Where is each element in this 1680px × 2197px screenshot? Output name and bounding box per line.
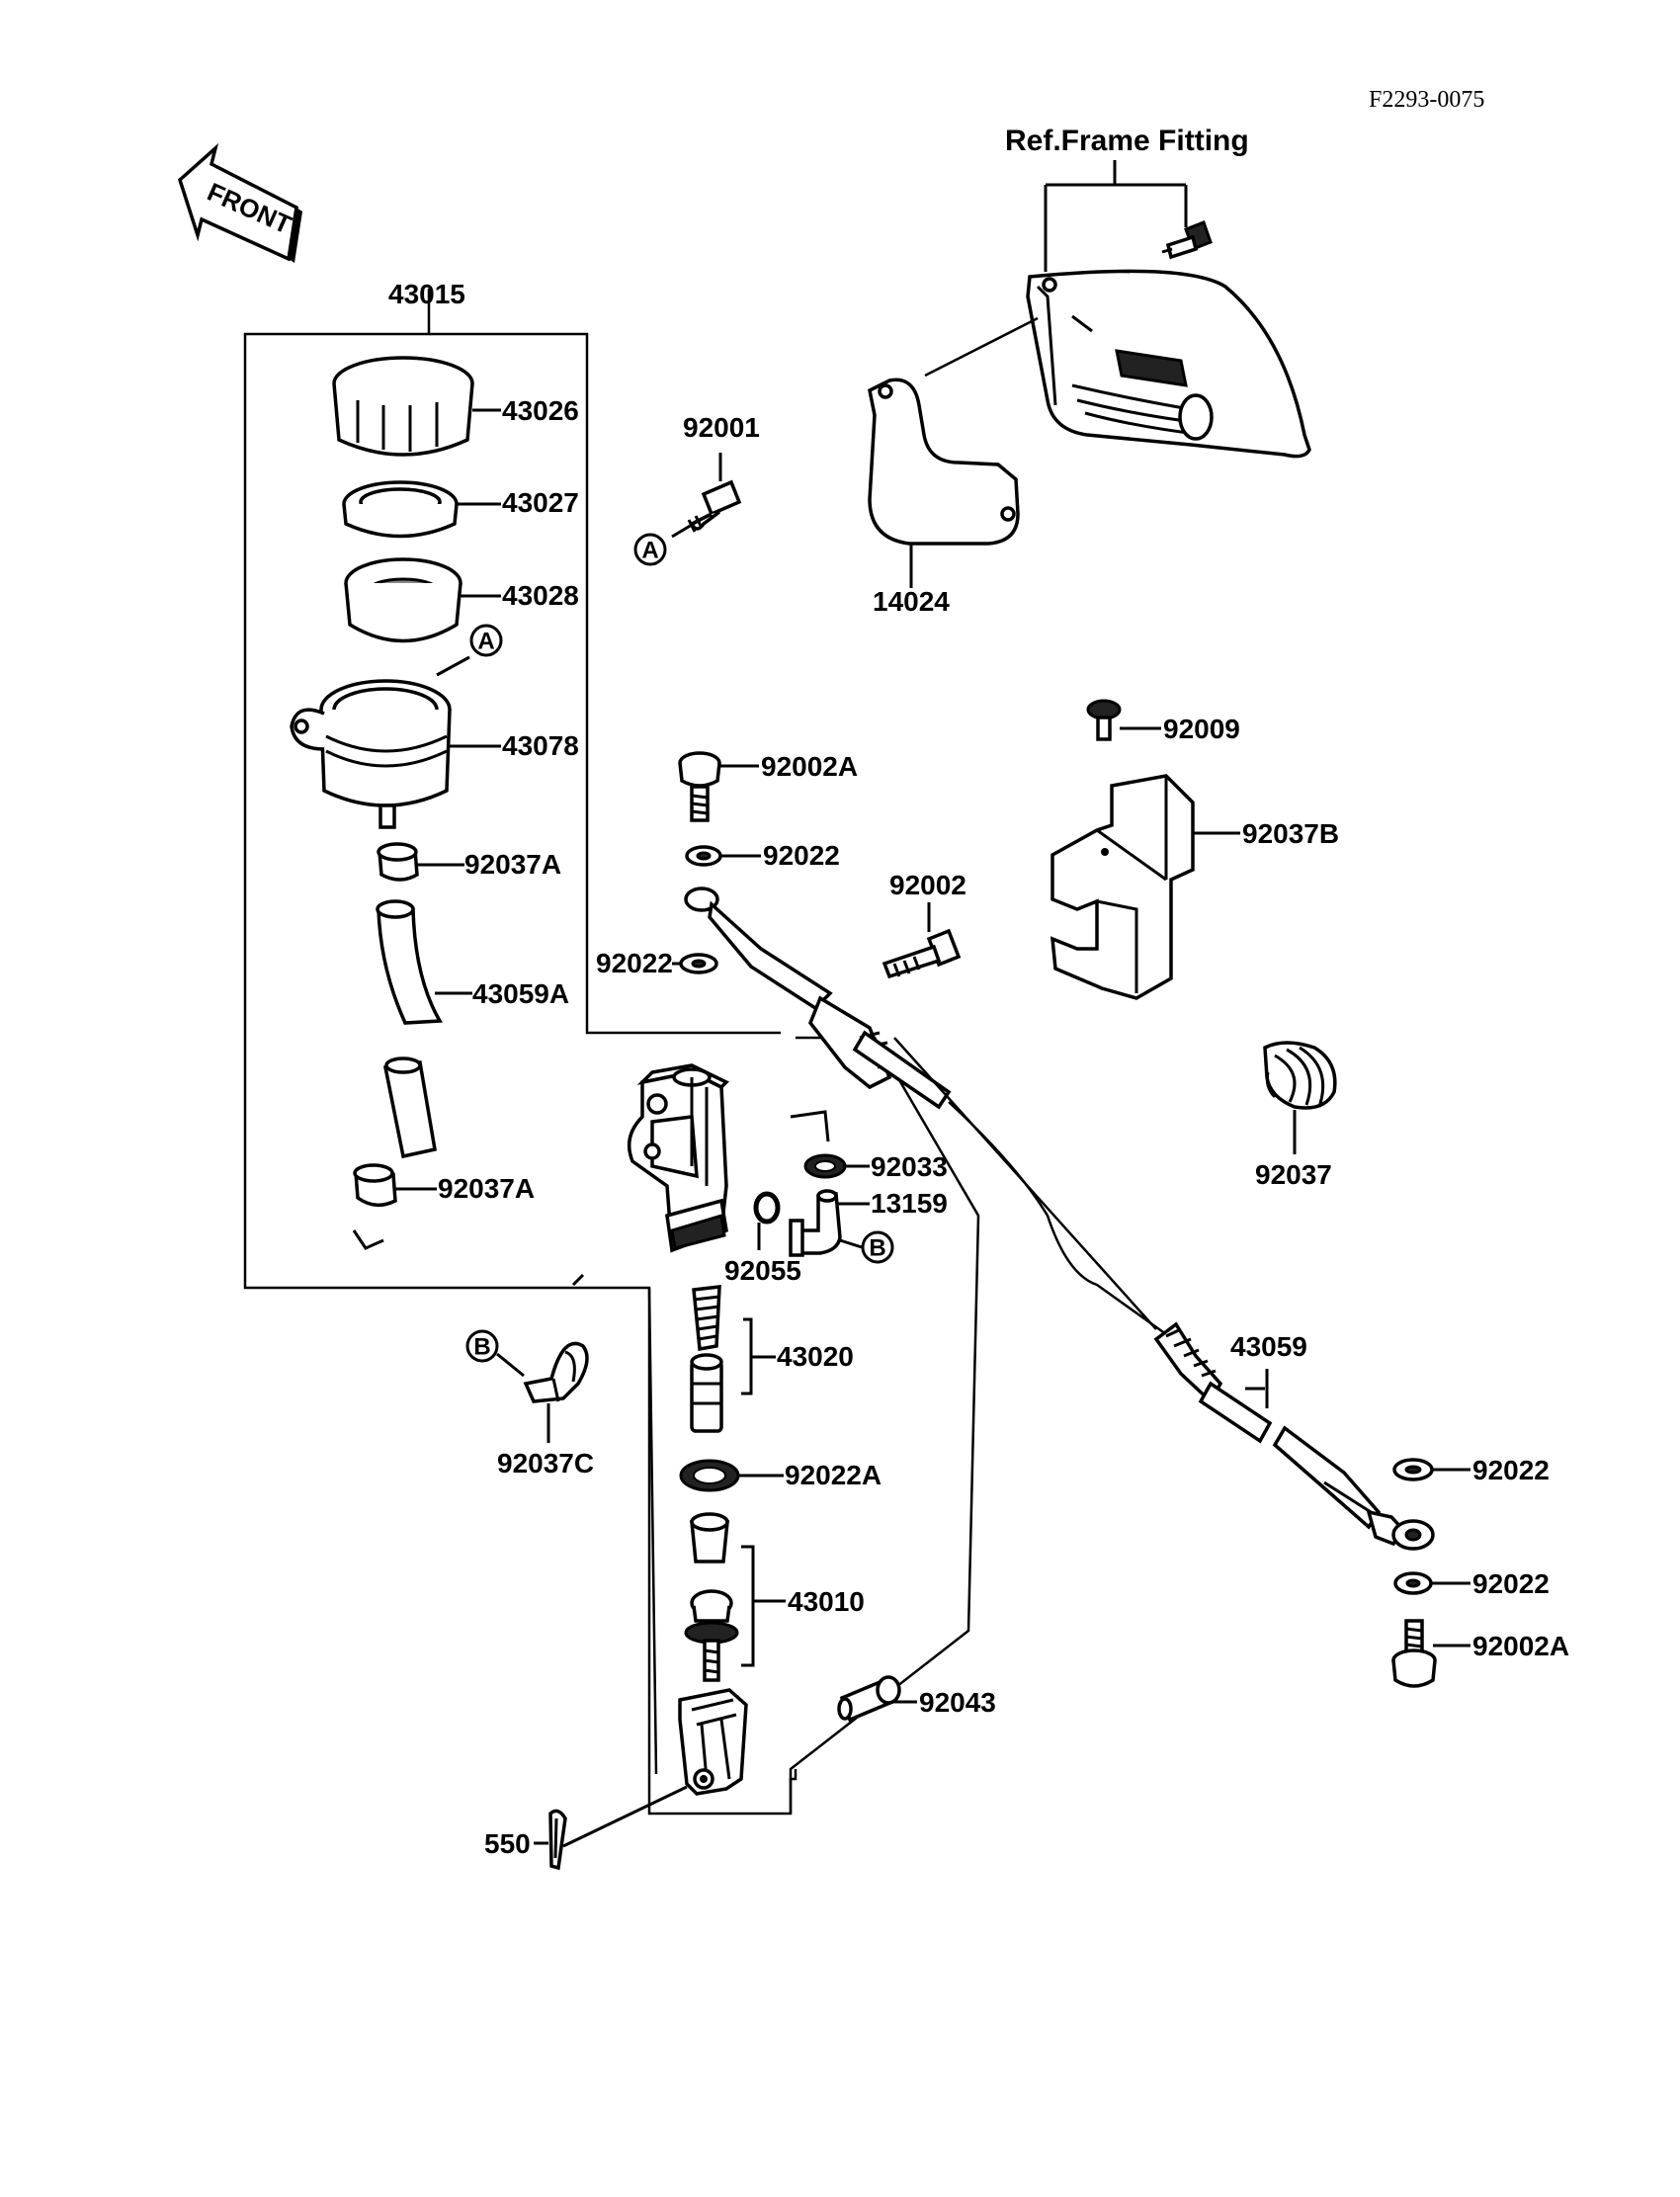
svg-text:A: A <box>477 629 494 655</box>
label-43010: 43010 <box>788 1586 865 1617</box>
label-92037a-bottom: 92037A <box>438 1173 535 1204</box>
washer-92022-right-top <box>1392 1458 1434 1481</box>
spring-piston-43020 <box>690 1285 723 1433</box>
marker-a-bolt: A <box>633 533 667 566</box>
label-92022-right-bottom: 92022 <box>1472 1568 1550 1599</box>
hose-clamp-92037a-bottom <box>353 1163 397 1208</box>
hose-43059a <box>376 899 443 1159</box>
label-92037b: 92037B <box>1242 818 1339 849</box>
elbow-fitting-13159 <box>789 1189 842 1257</box>
seal-92033 <box>803 1153 847 1179</box>
label-92009: 92009 <box>1163 714 1240 744</box>
brake-hose-43059-top-end <box>684 887 952 1110</box>
diagram-reference-code: F2293-0075 <box>1369 87 1484 113</box>
label-550: 550 <box>484 1828 531 1859</box>
reservoir-43078 <box>290 679 452 829</box>
bolt-92002 <box>882 928 962 979</box>
label-13159: 13159 <box>871 1188 948 1219</box>
cotter-pin-550 <box>548 1809 567 1871</box>
marker-b-fitting: B <box>861 1230 894 1264</box>
label-43078: 43078 <box>502 730 579 761</box>
svg-text:A: A <box>641 538 658 564</box>
brake-hose-43059-bottom-end <box>1153 1321 1435 1551</box>
label-92002a-top: 92002A <box>761 751 858 782</box>
front-arrow-icon: FRONT <box>177 142 302 263</box>
grommet-92037 <box>1263 1041 1337 1110</box>
marker-b-clamp: B <box>465 1329 499 1363</box>
washer-92022-top <box>685 845 722 867</box>
label-14024: 14024 <box>873 586 950 617</box>
banjo-bolt-92002a-top <box>678 751 721 822</box>
label-43059a: 43059A <box>472 978 569 1009</box>
diaphragm-plate-43027 <box>342 480 459 539</box>
hose-clamp-92037c <box>523 1341 589 1403</box>
label-92002: 92002 <box>889 870 966 900</box>
frame-fitting-guard <box>1026 269 1311 459</box>
svg-text:B: B <box>473 1334 490 1361</box>
assembly-43015-outline <box>243 289 798 1816</box>
screw-92009 <box>1086 699 1122 741</box>
o-ring-92055 <box>753 1191 781 1225</box>
label-92037: 92037 <box>1255 1159 1332 1190</box>
label-92055: 92055 <box>724 1255 801 1286</box>
ref-frame-fitting-label: Ref.Frame Fitting <box>1005 125 1249 157</box>
bracket-92037b <box>1050 774 1195 1000</box>
label-92022-right-top: 92022 <box>1472 1455 1550 1485</box>
bracket-14024 <box>868 378 1020 546</box>
label-92022-top: 92022 <box>763 840 840 871</box>
svg-text:B: B <box>869 1235 885 1262</box>
label-43015: 43015 <box>388 279 465 309</box>
label-43026: 43026 <box>502 395 579 426</box>
banjo-bolt-92002a-right <box>1391 1619 1437 1688</box>
seal-92022a <box>679 1459 740 1492</box>
clevis-pin-92043 <box>837 1675 901 1723</box>
hose-clamp-92037a-top <box>377 842 419 882</box>
label-92001: 92001 <box>683 412 760 443</box>
push-rod-43010 <box>678 1512 748 1796</box>
washer-92022-left <box>679 953 718 974</box>
label-43027: 43027 <box>502 487 579 518</box>
marker-a-reservoir: A <box>469 624 503 657</box>
reservoir-cap-43026 <box>332 356 474 457</box>
label-92022-left: 92022 <box>596 948 673 978</box>
label-92002a-right: 92002A <box>1472 1631 1569 1661</box>
frame-bolt <box>1161 220 1213 260</box>
label-92043: 92043 <box>919 1687 996 1718</box>
label-43059: 43059 <box>1230 1331 1307 1362</box>
label-92022a: 92022A <box>785 1460 882 1490</box>
diaphragm-43028 <box>344 557 462 643</box>
label-92037a-top: 92037A <box>464 849 561 880</box>
ref-frame-bracket <box>1044 160 1188 272</box>
washer-92022-right-bottom <box>1393 1571 1433 1595</box>
label-43020: 43020 <box>777 1341 854 1372</box>
master-cylinder-body <box>627 1063 729 1253</box>
label-43028: 43028 <box>502 580 579 611</box>
label-92033: 92033 <box>871 1151 948 1182</box>
bolt-92001 <box>687 479 742 533</box>
label-92037c: 92037C <box>497 1448 594 1479</box>
